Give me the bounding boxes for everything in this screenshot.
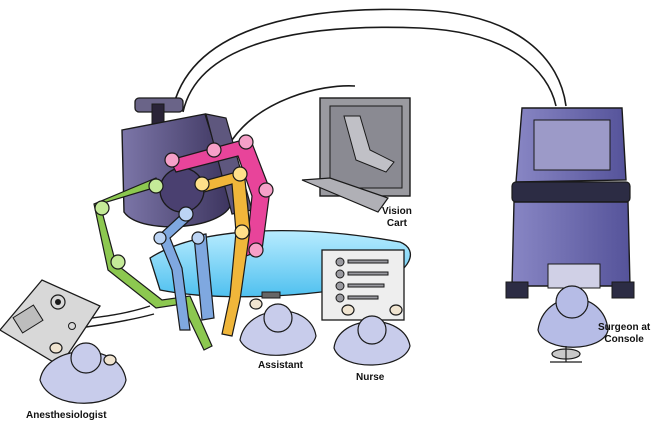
label-vision-cart-line2: Cart — [386, 218, 407, 229]
robot-arm-green — [93, 177, 213, 351]
label-surgeon-line1: Surgeon at — [598, 322, 651, 333]
console-icon — [505, 107, 635, 299]
assistant-figure — [239, 291, 317, 356]
label-surgeon-line2: Console — [604, 334, 644, 345]
label-vision-cart-line1: Vision — [382, 206, 412, 217]
anesthesiologist-figure — [39, 342, 127, 404]
label-surgeon: Surgeon at Console — [598, 322, 650, 346]
label-vision-cart: Vision Cart — [382, 206, 412, 230]
label-anesthesiologist: Anesthesiologist — [26, 410, 107, 421]
label-nurse: Nurse — [356, 372, 385, 383]
label-assistant: Assistant — [258, 360, 304, 371]
vision-cart — [301, 97, 411, 213]
robot-arm-blue — [153, 206, 215, 331]
connecting-cables — [171, 8, 567, 141]
robot-arm-yellow — [194, 166, 251, 337]
anesthesia-machine — [0, 279, 155, 367]
nurse-figure — [333, 304, 411, 366]
surgeon-figure — [537, 285, 609, 363]
